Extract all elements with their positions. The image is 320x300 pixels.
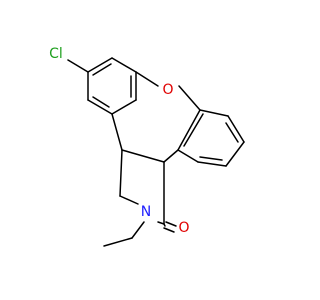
bond-ring-to-chlorine (67, 59, 89, 73)
chlorine-atom-label: Cl (49, 46, 63, 62)
methyl-group (103, 237, 133, 247)
left-benzene-ring (87, 57, 137, 115)
carbonyl-oxygen-atom-label: O (178, 220, 189, 236)
ether-oxygen-atom-label: O (162, 82, 173, 98)
bond-nitrogen-to-methyl (131, 221, 145, 239)
pyrrolidinone-ring (119, 149, 165, 225)
oxepine-ring (111, 71, 201, 163)
carbonyl-bond (163, 221, 177, 233)
nitrogen-atom-label: N (141, 204, 151, 220)
molecule-structure-drawing: Cl O N O (49, 46, 245, 247)
right-benzene-ring (177, 109, 245, 167)
